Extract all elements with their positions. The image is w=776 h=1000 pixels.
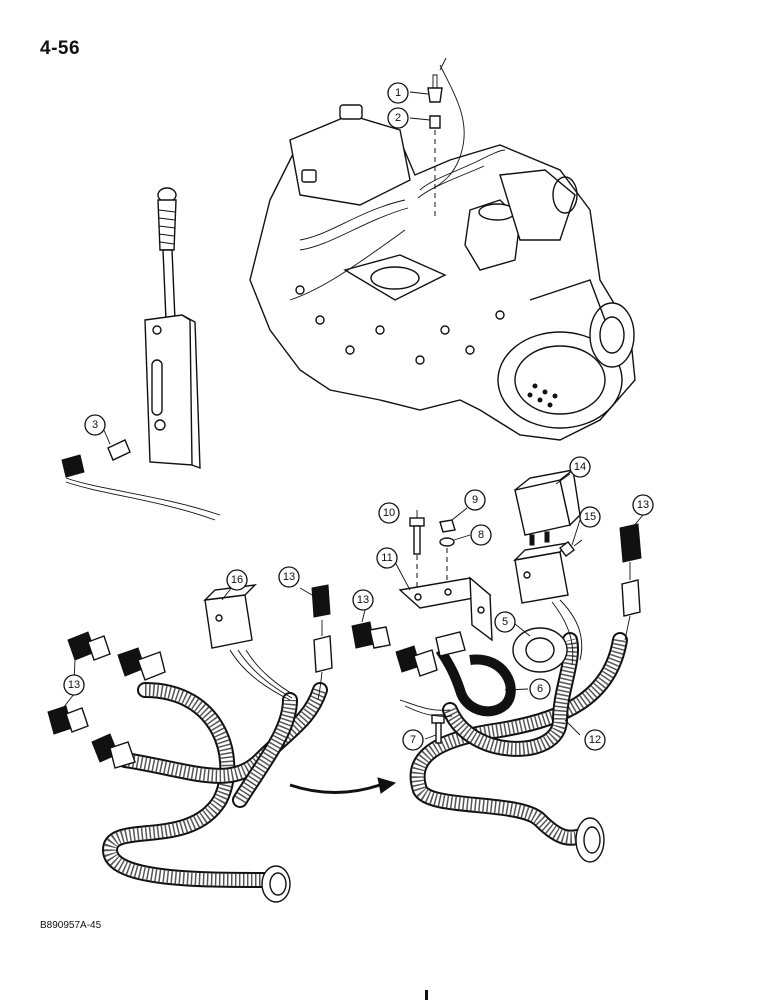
callout-9: 9 [464, 489, 486, 511]
svg-text:13: 13 [357, 594, 369, 606]
callout-13-left: 13 [63, 674, 85, 696]
callout-6: 6 [529, 678, 551, 700]
callout-5: 5 [494, 611, 516, 633]
svg-text:1: 1 [395, 87, 401, 99]
callout-1: 1 [387, 82, 409, 104]
svg-text:14: 14 [574, 461, 586, 473]
throttle-lever-illustration [61, 187, 221, 521]
transition-arrow [289, 777, 397, 794]
svg-text:10: 10 [383, 507, 395, 519]
callout-2: 2 [387, 107, 409, 129]
svg-text:16: 16 [231, 574, 243, 586]
right-harness-illustration [351, 468, 642, 863]
engine-illustration [249, 57, 636, 441]
svg-text:13: 13 [637, 499, 649, 511]
left-harness-illustration [47, 584, 333, 903]
figure-code: B890957A-45 [40, 920, 102, 931]
callout-12: 12 [584, 729, 606, 751]
svg-text:6: 6 [537, 683, 543, 695]
svg-text:15: 15 [584, 511, 596, 523]
svg-text:13: 13 [68, 679, 80, 691]
svg-text:13: 13 [283, 571, 295, 583]
page-number: 4-56 [40, 38, 81, 59]
callout-15: 15 [579, 506, 601, 528]
svg-text:12: 12 [589, 734, 601, 746]
svg-text:3: 3 [92, 419, 98, 431]
callout-7: 7 [402, 729, 424, 751]
binding-mark [425, 990, 428, 1000]
callout-10: 10 [378, 502, 400, 524]
callout-13-mid-left: 13 [278, 566, 300, 588]
callout-14: 14 [569, 456, 591, 478]
callout-13-top-right: 13 [632, 494, 654, 516]
svg-text:5: 5 [502, 616, 508, 628]
callout-13-mid-right: 13 [352, 589, 374, 611]
callout-16: 16 [226, 569, 248, 591]
callout-8: 8 [470, 524, 492, 546]
svg-text:7: 7 [410, 734, 416, 746]
svg-text:11: 11 [381, 552, 392, 564]
svg-text:8: 8 [478, 529, 484, 541]
callout-3: 3 [84, 414, 106, 436]
svg-text:2: 2 [395, 112, 401, 124]
callout-11: 11 [376, 547, 398, 569]
svg-text:9: 9 [472, 494, 478, 506]
leader-lines [59, 91, 644, 740]
